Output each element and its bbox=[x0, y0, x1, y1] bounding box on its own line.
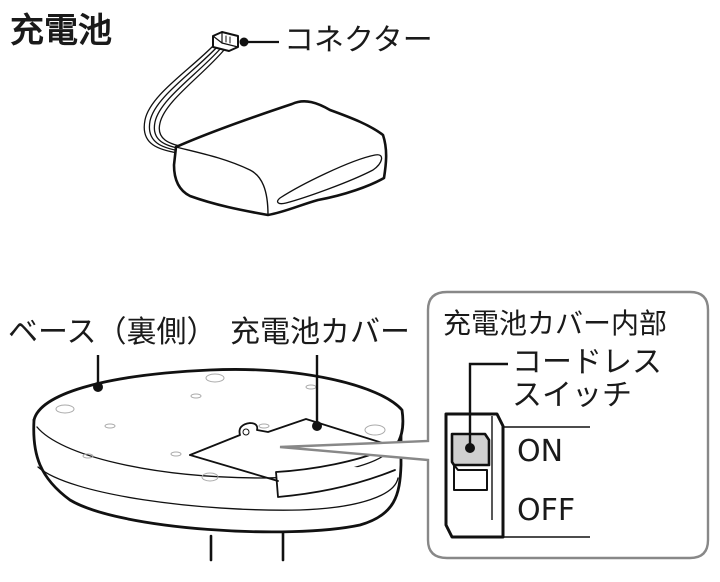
connector bbox=[212, 31, 239, 52]
section-title: 充電池 bbox=[10, 11, 112, 51]
cordless-switch bbox=[444, 412, 590, 539]
base-leader bbox=[93, 355, 103, 392]
inset-title: 充電池カバー内部 bbox=[443, 307, 668, 340]
switch-label-line1: コードレス bbox=[512, 345, 662, 380]
switch-label-line2: スイッチ bbox=[512, 378, 632, 413]
base-label: ベース（裏側） bbox=[8, 315, 217, 350]
battery-end-oval bbox=[276, 154, 383, 205]
off-label: OFF bbox=[517, 493, 576, 528]
switch-leader bbox=[465, 362, 508, 453]
base-holes bbox=[55, 373, 386, 482]
cover-leader bbox=[312, 355, 322, 431]
battery-wires bbox=[143, 43, 225, 154]
battery-pack bbox=[143, 31, 388, 217]
connector-label: コネクター bbox=[284, 23, 433, 58]
cover-label: 充電池カバー bbox=[230, 315, 410, 350]
base-disc bbox=[32, 368, 405, 562]
on-label: ON bbox=[517, 434, 564, 469]
connector-leader bbox=[239, 37, 279, 47]
inset-callout bbox=[279, 290, 710, 560]
